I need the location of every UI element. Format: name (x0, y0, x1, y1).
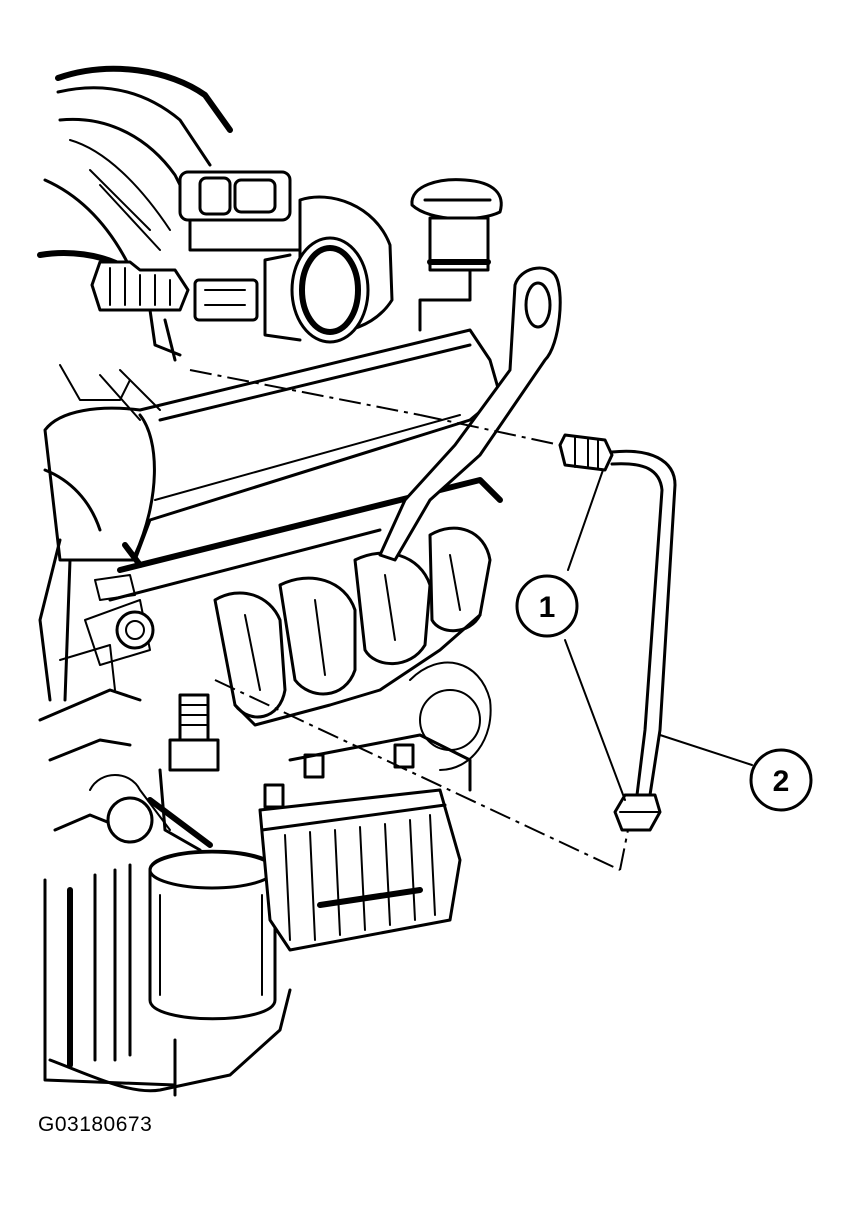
callout-leaders (564, 469, 753, 801)
oil-filler-cap (410, 178, 503, 332)
figure-id-label: G03180673 (38, 1113, 153, 1136)
throttle-body (178, 170, 302, 252)
callout-2-label: 2 (773, 765, 790, 798)
air-inlet-tube (263, 195, 394, 344)
intake-manifold (37, 65, 233, 292)
callout-2: 2 (749, 748, 813, 812)
oil-pan (258, 661, 492, 952)
oil-filter (148, 849, 277, 1021)
alignment-lines (189, 369, 629, 871)
callout-1-label: 1 (539, 591, 556, 624)
engine-block (38, 477, 503, 762)
lifting-bracket (378, 266, 562, 562)
sensor-tube-assembly (558, 433, 677, 832)
sensor-boss (158, 693, 220, 852)
valve-cover (43, 328, 502, 568)
ignition-coil (90, 260, 259, 362)
bell-housing (43, 774, 292, 1097)
callout-1: 1 (515, 574, 579, 638)
exhaust-manifold (213, 526, 492, 727)
